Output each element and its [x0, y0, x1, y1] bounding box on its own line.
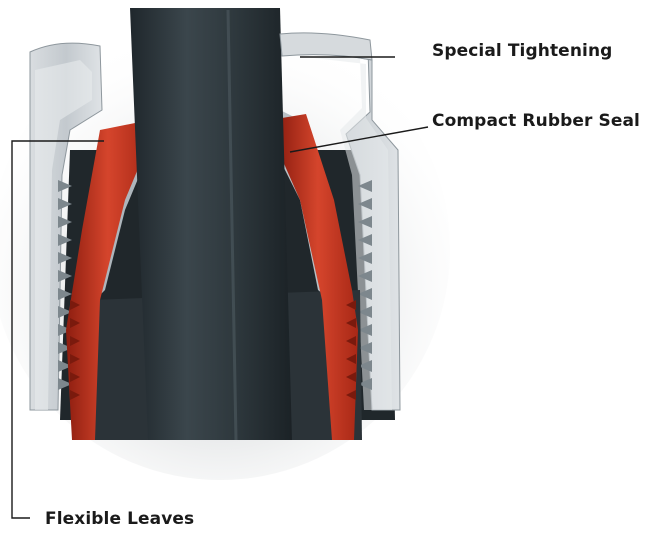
label-compact-rubber-seal: Compact Rubber Seal	[432, 111, 640, 131]
label-special-tightening: Special Tightening	[432, 41, 612, 61]
label-flexible-leaves: Flexible Leaves	[45, 509, 194, 529]
cable	[130, 8, 292, 440]
